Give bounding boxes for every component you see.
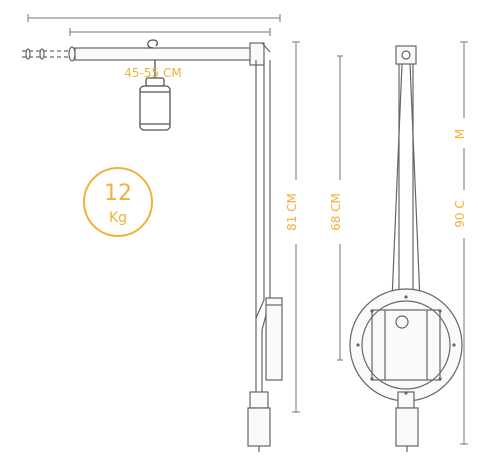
front-height-suffix: M [453,129,467,139]
side-vertical-post [247,60,283,452]
side-height-label: 81 CM [285,193,299,231]
telescopic-arm [22,42,271,66]
inner-height-label: 68 CM [329,193,343,231]
load-capacity-badge: 12 Kg [83,167,153,237]
top-width-dimension [27,14,281,36]
side-height-dimension-line [292,41,300,413]
inner-height-dimension-line [337,55,343,361]
load-unit: Kg [109,210,127,226]
wheel-bolts [356,295,456,395]
load-value: 12 [104,181,132,206]
arm-reach-label: 45-55 CM [124,66,181,80]
front-view-assembly [349,45,463,452]
front-height-dimension-line [460,41,468,445]
front-height-label: 90 C [453,200,467,227]
hanging-weight [139,39,171,131]
